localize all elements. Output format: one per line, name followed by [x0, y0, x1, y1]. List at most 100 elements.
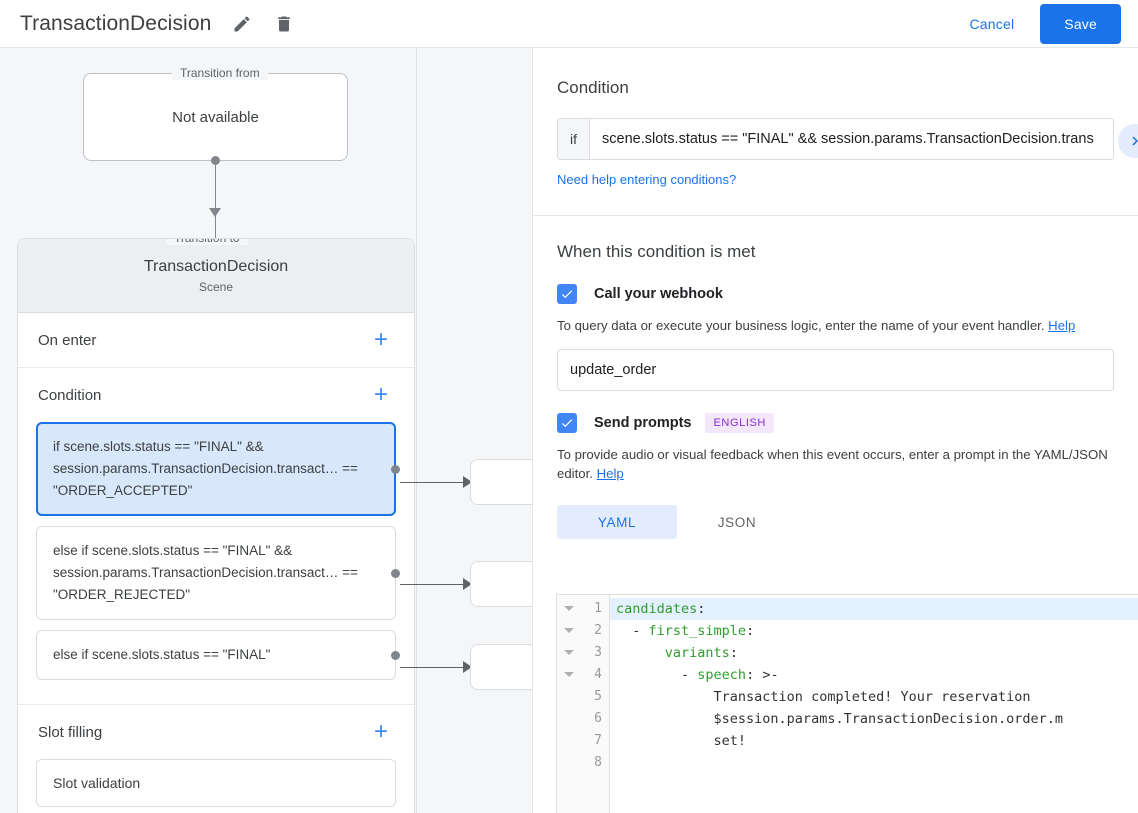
add-condition-button[interactable]: + [373, 381, 388, 408]
condition-output-port[interactable] [391, 464, 400, 474]
cancel-button[interactable]: Cancel [956, 8, 1029, 40]
editor-gutter: 1 2 3 4 5 6 7 8 [557, 595, 610, 813]
when-condition-met-section: When this condition is met Call your web… [533, 216, 1138, 539]
condition-card-text: else if scene.slots.status == "FINAL" &&… [53, 543, 358, 602]
condition-if-prefix: if [558, 119, 590, 159]
scene-canvas: Transition from Not available Transition… [0, 48, 532, 813]
condition-card-rejected[interactable]: else if scene.slots.status == "FINAL" &&… [36, 526, 400, 620]
edge-arrow-icon-2 [463, 578, 472, 590]
slot-validation-card[interactable]: Slot validation [36, 759, 396, 807]
edge-line-2 [400, 583, 470, 585]
code-line: set! [610, 730, 1138, 752]
tab-yaml[interactable]: YAML [557, 505, 677, 539]
main-body: Transition from Not available Transition… [0, 48, 1138, 813]
add-slot-filling-button[interactable]: + [373, 718, 388, 745]
section-title-on-enter: On enter [38, 331, 97, 349]
line-number: 4 [594, 667, 602, 682]
condition-input[interactable] [590, 119, 1113, 159]
scene-name: TransactionDecision [143, 257, 289, 275]
code-key: candidates [616, 601, 698, 617]
target-node-2[interactable] [470, 561, 532, 607]
panel-divider [533, 215, 1138, 216]
check-icon [561, 419, 573, 428]
prompts-checkbox[interactable] [557, 413, 577, 433]
editor-code-area[interactable]: candidates: - first_simple: variants: - … [610, 595, 1138, 813]
yaml-code-editor[interactable]: 1 2 3 4 5 6 7 8 candidates: - first_simp… [556, 594, 1138, 813]
fold-triangle-icon[interactable] [564, 650, 574, 655]
prompts-description: To provide audio or visual feedback when… [557, 445, 1114, 483]
target-node-3[interactable] [470, 644, 532, 690]
page-title: TransactionDecision [20, 11, 212, 35]
editor-format-tabs: YAML JSON [557, 505, 1114, 539]
code-line: candidates: [610, 598, 1138, 620]
condition-input-row: if [557, 118, 1114, 160]
gutter-row: 2 [557, 620, 609, 642]
edge-arrow-icon-3 [463, 661, 472, 673]
condition-output-port[interactable] [391, 650, 400, 660]
target-node-1[interactable] [470, 459, 532, 505]
connector-dot [211, 156, 220, 165]
code-line: variants: [664, 645, 738, 661]
condition-help-link[interactable]: Need help entering conditions? [557, 172, 737, 187]
fold-triangle-icon[interactable] [564, 606, 574, 611]
scene-type: Scene [198, 279, 234, 294]
connector-line [214, 161, 216, 239]
language-badge: ENGLISH [705, 413, 774, 433]
webhook-checkbox-row: Call your webhook [557, 284, 1114, 304]
condition-card-accepted[interactable]: if scene.slots.status == "FINAL" && sess… [36, 422, 400, 516]
gutter-row: 7 [557, 730, 609, 752]
gutter-row: 5 [557, 686, 609, 708]
edge-line-3 [400, 666, 470, 668]
line-number: 8 [594, 755, 602, 770]
line-number: 2 [594, 623, 602, 638]
code-line: - first_simple: [616, 623, 755, 639]
condition-heading: Condition [557, 78, 629, 97]
transition-from-legend: Transition from [172, 66, 268, 80]
condition-output-port[interactable] [391, 568, 400, 578]
code-key: speech [697, 667, 747, 683]
delete-button[interactable] [267, 7, 301, 41]
webhook-label: Call your webhook [594, 286, 723, 302]
connector-arrow-icon [209, 208, 221, 217]
webhook-handler-input[interactable] [557, 349, 1114, 391]
edge-line-1 [400, 481, 470, 483]
fold-triangle-icon[interactable] [564, 672, 574, 677]
when-condition-met-heading: When this condition is met [557, 242, 756, 261]
scene-card: Transition to TransactionDecision Scene … [17, 238, 415, 813]
gutter-row: 3 [557, 642, 609, 664]
transition-from-box: Transition from Not available [83, 66, 348, 161]
gutter-row: 8 [557, 752, 609, 774]
section-on-enter: On enter + [18, 313, 414, 368]
prompts-checkbox-row: Send prompts ENGLISH [557, 413, 1114, 433]
prompts-label: Send prompts [594, 415, 692, 431]
webhook-help-link[interactable]: Help [1048, 318, 1076, 333]
code-line: - speech: >- [616, 667, 779, 683]
line-number: 7 [594, 733, 602, 748]
save-button[interactable]: Save [1040, 3, 1121, 44]
add-on-enter-button[interactable]: + [373, 326, 388, 353]
canvas-divider [416, 48, 417, 813]
fold-triangle-icon[interactable] [564, 628, 574, 633]
condition-section: Condition if Need help entering conditio… [533, 48, 1138, 215]
edit-title-button[interactable] [225, 7, 259, 41]
top-app-bar: TransactionDecision Cancel Save [0, 0, 1138, 48]
collapse-panel-button[interactable] [1118, 124, 1138, 158]
code-text: $session.params.TransactionDecision.orde… [616, 711, 1064, 727]
chevron-right-icon [1132, 136, 1138, 146]
section-condition: Condition + if scene.slots.status == "FI… [18, 368, 414, 705]
code-line: $session.params.TransactionDecision.orde… [610, 708, 1138, 730]
condition-card-final[interactable]: else if scene.slots.status == "FINAL" [36, 630, 400, 680]
code-line: Transaction completed! Your reservation [610, 686, 1138, 708]
code-key: first_simple [648, 623, 747, 639]
webhook-description-text: To query data or execute your business l… [557, 318, 1045, 333]
gutter-row: 1 [557, 598, 609, 620]
code-text: set! [616, 733, 747, 749]
line-number: 1 [594, 601, 602, 616]
check-icon [561, 290, 573, 299]
prompts-help-link[interactable]: Help [596, 466, 624, 481]
section-slot-filling: Slot filling + Slot validation [18, 705, 414, 813]
tab-json[interactable]: JSON [717, 514, 757, 530]
prompts-description-text: To provide audio or visual feedback when… [557, 447, 1108, 481]
code-line [610, 752, 1138, 774]
webhook-checkbox[interactable] [557, 284, 577, 304]
